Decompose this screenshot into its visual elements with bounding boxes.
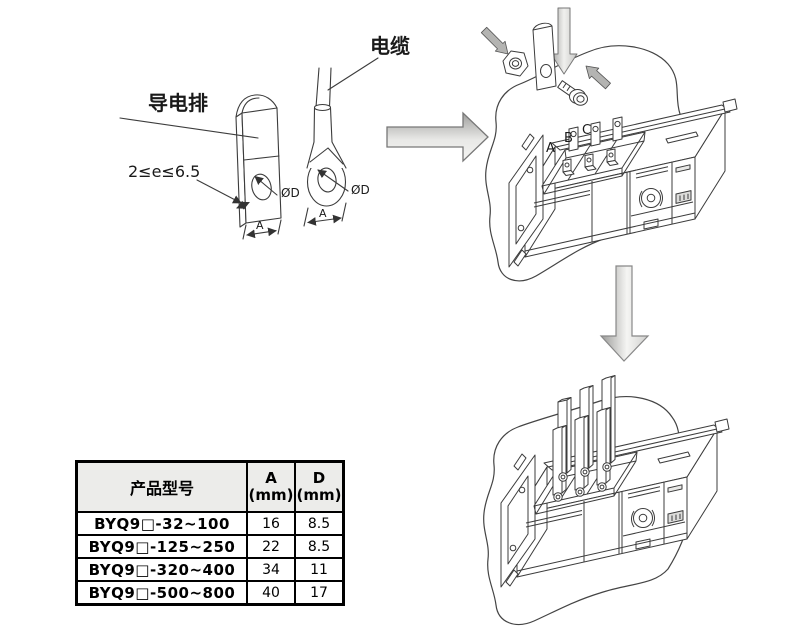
- thickness-dim-label: 2≤e≤6.5: [128, 162, 200, 181]
- switch-device: [508, 98, 738, 268]
- terminal-label-c: C: [582, 123, 591, 138]
- table-row: BYQ9□-320~400 34 11: [75, 557, 345, 582]
- insert-arrow-down-icon: [550, 7, 578, 75]
- header-d-line2: (mm): [296, 486, 342, 504]
- bolt: [557, 80, 588, 106]
- header-d-mm: D (mm): [294, 460, 345, 513]
- cable-hole-dim-label: ØD: [351, 183, 370, 197]
- a-cell: 22: [246, 534, 296, 559]
- busbar-label-leader: [119, 117, 259, 139]
- flow-arrow-right: [386, 111, 489, 163]
- table-row: BYQ9□-500~800 40 17: [75, 580, 345, 606]
- model-cell: BYQ9□-125~250: [75, 534, 248, 559]
- header-a-line1: A: [265, 468, 277, 487]
- d-cell: 8.5: [294, 511, 345, 536]
- install-step-1: A B C: [480, 7, 738, 282]
- arrow-down-icon: [599, 265, 650, 362]
- table-row: BYQ9□-125~250 22 8.5: [75, 534, 345, 559]
- hex-nut: [502, 50, 529, 77]
- d-cell: 17: [294, 580, 345, 606]
- header-model: 产品型号: [75, 460, 248, 513]
- panel-cutout-outline: [485, 45, 694, 282]
- header-d-line1: D: [312, 468, 326, 487]
- nut-arrow-icon: [480, 26, 509, 55]
- busbar-drawing: [196, 94, 282, 240]
- header-a-line2: (mm): [248, 486, 294, 504]
- model-cell: BYQ9□-320~400: [75, 557, 248, 582]
- spec-table: 产品型号 A (mm) D (mm) BYQ9□-32~100 16 8.5: [75, 460, 345, 606]
- cable-width-dim-label: A: [319, 207, 327, 220]
- cable-label: 电缆: [370, 34, 410, 58]
- terminal-label-a: A: [546, 141, 555, 156]
- a-cell: 34: [246, 557, 296, 582]
- terminal-label-b: B: [564, 131, 573, 146]
- terminal-tabs: [562, 116, 623, 176]
- table-header-row: 产品型号 A (mm) D (mm): [75, 460, 345, 513]
- table-row: BYQ9□-32~100 16 8.5: [75, 511, 345, 536]
- mounting-hardware: [480, 7, 611, 106]
- header-a-mm: A (mm): [246, 460, 296, 513]
- busbar-label: 导电排: [148, 91, 208, 115]
- bolt-arrow-icon: [585, 65, 611, 90]
- product-spec-table: 产品型号 A (mm) D (mm) BYQ9□-32~100 16 8.5: [75, 460, 345, 606]
- installed-busbars: [552, 375, 616, 502]
- a-cell: 16: [246, 511, 296, 536]
- a-cell: 40: [246, 580, 296, 606]
- busbar-hole-dim-label: ØD: [281, 186, 300, 200]
- parts-drawing: 导电排 电缆 2≤e≤6.5 ØD ØD A A: [119, 34, 410, 240]
- terminal-lug: [532, 22, 557, 91]
- busbar-width-dim-label: A: [256, 219, 264, 232]
- d-cell: 11: [294, 557, 345, 582]
- arrow-right-icon: [386, 111, 489, 163]
- install-step-2: [483, 375, 730, 626]
- flow-arrow-down: [599, 265, 650, 362]
- cable-drawing: [303, 67, 349, 227]
- model-cell: BYQ9□-32~100: [75, 511, 248, 536]
- d-cell: 8.5: [294, 534, 345, 559]
- model-cell: BYQ9□-500~800: [75, 580, 248, 606]
- cable-label-leader: [327, 57, 379, 91]
